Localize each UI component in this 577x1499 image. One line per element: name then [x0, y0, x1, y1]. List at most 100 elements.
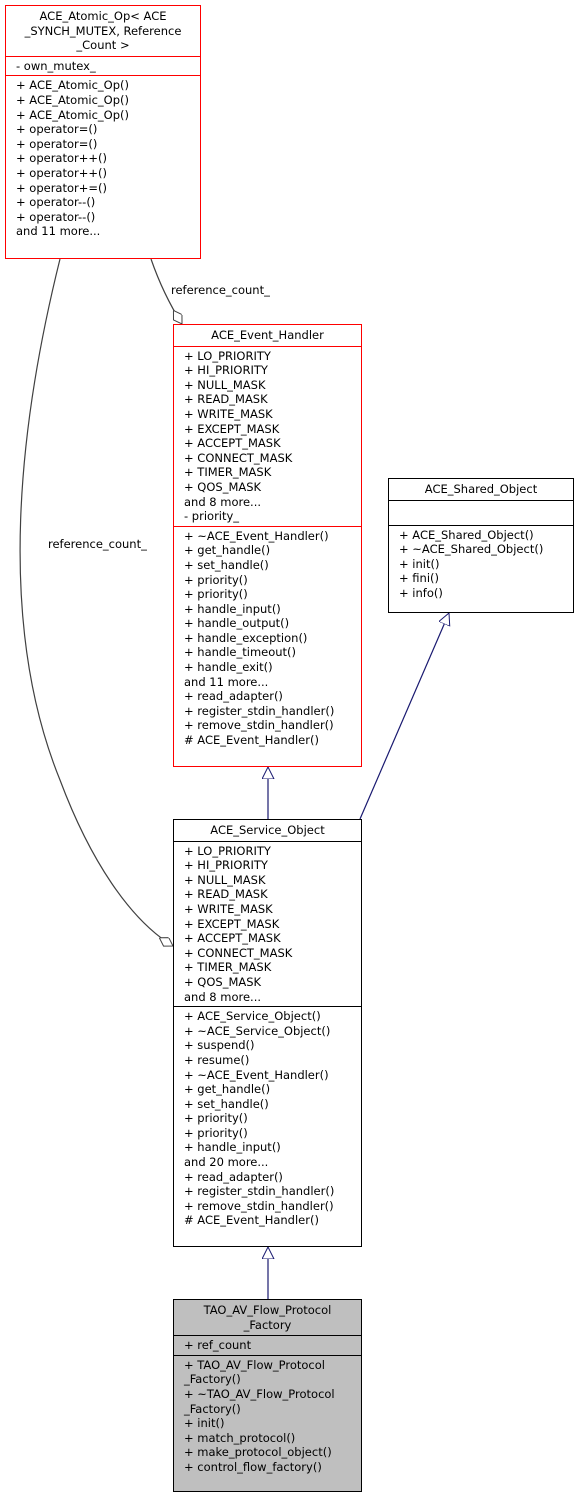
member-line: ACE_Service_Object — [210, 823, 325, 837]
member-line: + ACE_Service_Object() — [184, 1009, 321, 1024]
class-title: ACE_Service_Object — [174, 820, 361, 841]
member-line: + read_adapter() — [184, 1169, 283, 1184]
member-line: + TAO_AV_Flow_Protocol — [184, 1357, 325, 1372]
class-methods: + ~ACE_Event_Handler()+ get_handle()+ se… — [174, 525, 361, 750]
member-line: + resume() — [184, 1052, 250, 1067]
class-attributes: + ref_count — [174, 1335, 361, 1355]
class-methods: + ACE_Atomic_Op()+ ACE_Atomic_Op()+ ACE_… — [6, 75, 200, 241]
member-line: + operator++() — [16, 151, 107, 166]
member-line: + HI_PRIORITY — [184, 363, 268, 378]
member-line: + TIMER_MASK — [184, 465, 272, 480]
member-line: + control_flow_factory() — [184, 1459, 322, 1474]
class-tao-av-flow-protocol-factory[interactable]: TAO_AV_Flow_Protocol_Factory + ref_count… — [173, 1299, 362, 1492]
member-line: + ~ACE_Shared_Object() — [399, 542, 544, 557]
class-ace-shared-object[interactable]: ACE_Shared_Object + ACE_Shared_Object()+… — [388, 478, 574, 613]
member-line: - priority_ — [184, 509, 240, 524]
member-line: + handle_input() — [184, 601, 281, 616]
class-attributes: - own_mutex_ — [6, 55, 200, 76]
class-ace-event-handler[interactable]: ACE_Event_Handler + LO_PRIORITY+ HI_PRIO… — [173, 324, 362, 767]
member-line: # ACE_Event_Handler() — [184, 1213, 319, 1228]
member-line: + handle_output() — [184, 616, 290, 631]
member-line: and 11 more... — [184, 674, 269, 689]
member-line: + priority() — [184, 1125, 248, 1140]
member-line: + HI_PRIORITY — [184, 858, 268, 873]
member-line: + handle_exception() — [184, 630, 308, 645]
member-line: + ACE_Atomic_Op() — [16, 78, 130, 93]
member-line: + remove_stdin_handler() — [184, 1198, 334, 1213]
member-line: + priority() — [184, 587, 248, 602]
member-line: + init() — [399, 556, 440, 571]
member-line: and 11 more... — [16, 224, 101, 239]
member-line: + read_adapter() — [184, 689, 283, 704]
member-line: + get_handle() — [184, 543, 271, 558]
member-line: + operator--() — [16, 209, 96, 224]
member-line: + operator=() — [16, 136, 98, 151]
member-line: + get_handle() — [184, 1082, 271, 1097]
member-line: + match_protocol() — [184, 1430, 296, 1445]
member-line: + ~TAO_AV_Flow_Protocol — [184, 1386, 335, 1401]
member-line: + set_handle() — [184, 557, 269, 572]
member-line: ACE_Event_Handler — [211, 328, 324, 342]
member-line: + QOS_MASK — [184, 974, 262, 989]
member-line: and 20 more... — [184, 1155, 269, 1170]
member-line: + ACE_Shared_Object() — [399, 527, 534, 542]
class-methods: + TAO_AV_Flow_Protocol_Factory()+ ~TAO_A… — [174, 1354, 361, 1477]
member-line: - own_mutex_ — [16, 58, 96, 73]
member-line: _SYNCH_MUTEX, Reference — [24, 23, 182, 38]
member-line: ACE_Atomic_Op< ACE — [39, 9, 167, 23]
member-line: + register_stdin_handler() — [184, 703, 335, 718]
member-line: + EXCEPT_MASK — [184, 421, 280, 436]
member-line: + operator+=() — [16, 180, 107, 195]
class-title: ACE_Event_Handler — [174, 325, 361, 346]
member-line: + EXCEPT_MASK — [184, 916, 280, 931]
member-line: + info() — [399, 585, 443, 600]
member-line: + LO_PRIORITY — [184, 348, 271, 363]
member-line: + register_stdin_handler() — [184, 1184, 335, 1199]
member-line: + priority() — [184, 1111, 248, 1126]
member-line: + handle_input() — [184, 1140, 281, 1155]
member-line: + ref_count — [184, 1338, 252, 1353]
member-line: + suspend() — [184, 1038, 255, 1053]
member-line: # ACE_Event_Handler() — [184, 733, 319, 748]
class-methods: + ACE_Shared_Object()+ ~ACE_Shared_Objec… — [389, 524, 573, 603]
member-line: + ACCEPT_MASK — [184, 436, 281, 451]
member-line: + operator++() — [16, 165, 107, 180]
edge-service-to-shared — [359, 613, 449, 820]
member-line: + READ_MASK — [184, 887, 268, 902]
member-line: + operator=() — [16, 122, 98, 137]
class-ace-atomic-op[interactable]: ACE_Atomic_Op< ACE_SYNCH_MUTEX, Referenc… — [5, 5, 201, 259]
member-line: + handle_exit() — [184, 660, 273, 675]
edge-atomic-to-service — [19, 258, 173, 946]
member-line: + handle_timeout() — [184, 645, 297, 660]
member-line: + ACE_Atomic_Op() — [16, 92, 130, 107]
member-line: ACE_Shared_Object — [424, 482, 538, 496]
member-line: + remove_stdin_handler() — [184, 718, 334, 733]
class-attributes — [389, 499, 573, 525]
member-line: and 8 more... — [184, 989, 262, 1004]
member-line: + operator--() — [16, 195, 96, 210]
member-line: _Factory() — [184, 1401, 241, 1416]
class-ace-service-object[interactable]: ACE_Service_Object + LO_PRIORITY+ HI_PRI… — [173, 819, 362, 1247]
member-line: and 8 more... — [184, 494, 262, 509]
member-line: + READ_MASK — [184, 392, 268, 407]
member-line: + NULL_MASK — [184, 377, 266, 392]
member-line: + CONNECT_MASK — [184, 450, 293, 465]
class-methods: + ACE_Service_Object()+ ~ACE_Service_Obj… — [174, 1006, 361, 1230]
class-title: ACE_Shared_Object — [389, 479, 573, 500]
member-line: + set_handle() — [184, 1096, 269, 1111]
class-attributes: + LO_PRIORITY+ HI_PRIORITY+ NULL_MASK+ R… — [174, 840, 361, 1007]
member-line: + ~ACE_Event_Handler() — [184, 528, 329, 543]
member-line: + init() — [184, 1416, 225, 1431]
member-line: + CONNECT_MASK — [184, 945, 293, 960]
member-line: _Factory() — [184, 1372, 241, 1387]
member-line: + ~ACE_Service_Object() — [184, 1023, 331, 1038]
member-line: + ACCEPT_MASK — [184, 931, 281, 946]
member-line: + NULL_MASK — [184, 872, 266, 887]
class-title: TAO_AV_Flow_Protocol_Factory — [174, 1300, 361, 1335]
member-line: _Factory — [243, 1317, 292, 1332]
member-line: + ACE_Atomic_Op() — [16, 107, 130, 122]
edge-label-reference-count-service: reference_count_ — [48, 537, 147, 551]
member-line: + WRITE_MASK — [184, 406, 273, 421]
class-attributes: + LO_PRIORITY+ HI_PRIORITY+ NULL_MASK+ R… — [174, 345, 361, 526]
member-line: + TIMER_MASK — [184, 960, 272, 975]
